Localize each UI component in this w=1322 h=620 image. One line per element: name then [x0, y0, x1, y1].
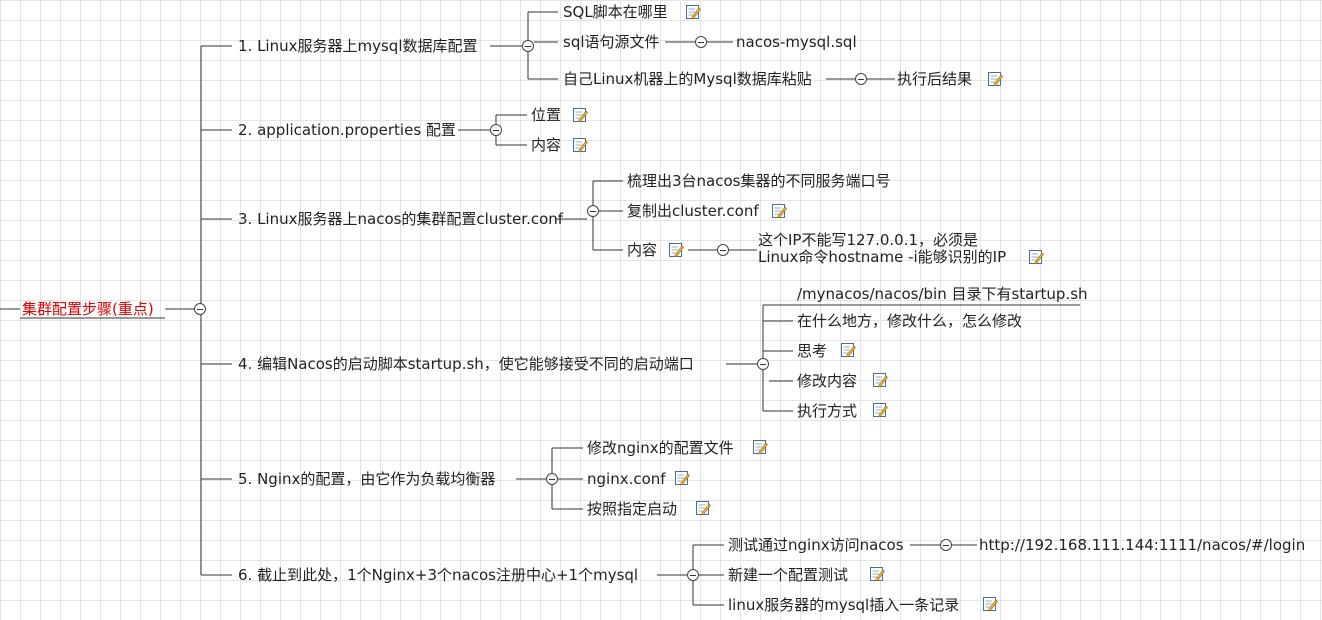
collapse-icon[interactable]: [522, 40, 534, 52]
subtopic[interactable]: /mynacos/nacos/bin 目录下有startup.sh: [797, 285, 1088, 303]
subtopic[interactable]: 思考: [797, 342, 828, 360]
note-icon[interactable]: [987, 71, 1003, 87]
subtopic-detail[interactable]: http://192.168.111.144:1111/nacos/#/logi…: [979, 536, 1306, 554]
subtopic[interactable]: 自己Linux机器上的Mysql数据库粘贴: [563, 70, 812, 88]
collapse-icon[interactable]: [490, 124, 502, 136]
collapse-icon[interactable]: [757, 358, 769, 370]
subtopic[interactable]: 执行方式: [797, 402, 858, 420]
step-1-topic[interactable]: 1. Linux服务器上mysql数据库配置: [238, 37, 478, 55]
note-icon[interactable]: [771, 203, 787, 219]
note-icon[interactable]: [695, 500, 711, 516]
step-6-topic[interactable]: 6. 截止到此处，1个Nginx+3个nacos注册中心+1个mysql: [238, 566, 639, 584]
subtopic[interactable]: 修改nginx的配置文件: [587, 439, 734, 457]
subtopic[interactable]: 位置: [531, 106, 562, 124]
collapse-icon[interactable]: [587, 205, 599, 217]
subtopic[interactable]: 按照指定启动: [587, 500, 678, 518]
collapse-icon[interactable]: [695, 36, 707, 48]
note-icon[interactable]: [752, 439, 768, 455]
note-icon[interactable]: [982, 596, 998, 612]
subtopic[interactable]: nginx.conf: [587, 470, 666, 488]
collapse-icon[interactable]: [546, 473, 558, 485]
note-icon[interactable]: [572, 107, 588, 123]
subtopic[interactable]: 修改内容: [797, 372, 858, 390]
note-icon[interactable]: [685, 4, 701, 20]
note-icon[interactable]: [840, 342, 856, 358]
collapse-icon[interactable]: [717, 244, 729, 256]
collapse-icon[interactable]: [940, 539, 952, 551]
collapse-icon[interactable]: [855, 73, 867, 85]
subtopic[interactable]: 复制出cluster.conf: [627, 202, 759, 220]
subtopic[interactable]: 新建一个配置测试: [728, 566, 849, 584]
subtopic[interactable]: sql语句源文件: [563, 33, 660, 51]
collapse-icon[interactable]: [687, 569, 699, 581]
subtopic[interactable]: 内容: [531, 136, 562, 154]
note-icon[interactable]: [1028, 249, 1044, 265]
collapse-icon[interactable]: [194, 303, 206, 315]
subtopic[interactable]: 在什么地方，修改什么，怎么修改: [797, 312, 1023, 330]
root-topic[interactable]: 集群配置步骤(重点): [22, 300, 154, 318]
step-4-topic[interactable]: 4. 编辑Nacos的启动脚本startup.sh，使它能够接受不同的启动端口: [238, 355, 694, 373]
note-icon[interactable]: [674, 470, 690, 486]
subtopic[interactable]: linux服务器的mysql插入一条记录: [728, 596, 960, 614]
step-5-topic[interactable]: 5. Nginx的配置，由它作为负载均衡器: [238, 470, 496, 488]
step-2-topic[interactable]: 2. application.properties 配置: [238, 121, 456, 139]
subtopic[interactable]: SQL脚本在哪里: [563, 3, 668, 21]
subtopic-detail[interactable]: 执行后结果: [897, 70, 973, 88]
subtopic-detail[interactable]: 这个IP不能写127.0.0.1，必须是 Linux命令hostname -i能…: [758, 231, 1007, 266]
step-3-topic[interactable]: 3. Linux服务器上nacos的集群配置cluster.conf: [238, 210, 564, 228]
note-icon[interactable]: [668, 242, 684, 258]
subtopic-detail[interactable]: nacos-mysql.sql: [736, 33, 857, 51]
subtopic[interactable]: 内容: [627, 241, 658, 259]
note-icon[interactable]: [572, 137, 588, 153]
note-icon[interactable]: [872, 372, 888, 388]
subtopic[interactable]: 测试通过nginx访问nacos: [728, 536, 904, 554]
note-icon[interactable]: [872, 402, 888, 418]
note-icon[interactable]: [869, 566, 885, 582]
subtopic[interactable]: 梳理出3台nacos集器的不同服务端口号: [627, 172, 891, 190]
